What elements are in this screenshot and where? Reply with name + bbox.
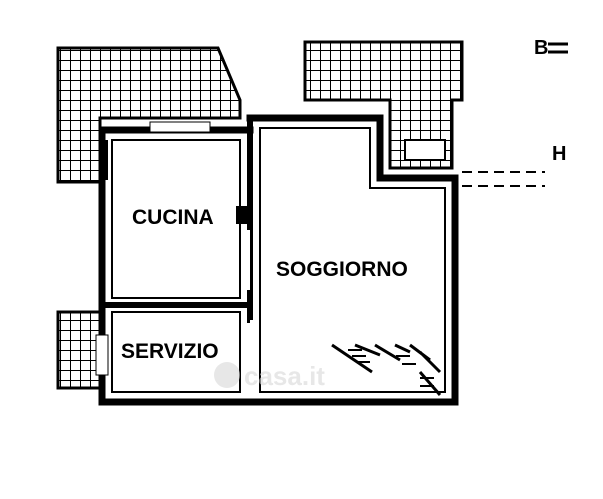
room-label-living: SOGGIORNO bbox=[276, 258, 408, 281]
watermark-text: casa.it bbox=[244, 361, 325, 391]
room-label-bathroom: SERVIZIO bbox=[121, 340, 219, 363]
section-marker-h: H bbox=[552, 143, 566, 165]
dashed-lines bbox=[462, 171, 545, 187]
interior-lines bbox=[111, 127, 446, 393]
room-label-kitchen: CUCINA bbox=[132, 206, 214, 229]
terrace-top-left bbox=[56, 46, 242, 184]
section-marker-b: B bbox=[534, 37, 548, 59]
stair-bottom-right bbox=[330, 340, 448, 398]
dash-marks-top bbox=[548, 42, 568, 54]
openings bbox=[95, 121, 258, 380]
terrace-bottom-left bbox=[56, 310, 104, 390]
watermark: casa.it bbox=[214, 361, 325, 391]
terrace-top-right bbox=[303, 40, 464, 170]
